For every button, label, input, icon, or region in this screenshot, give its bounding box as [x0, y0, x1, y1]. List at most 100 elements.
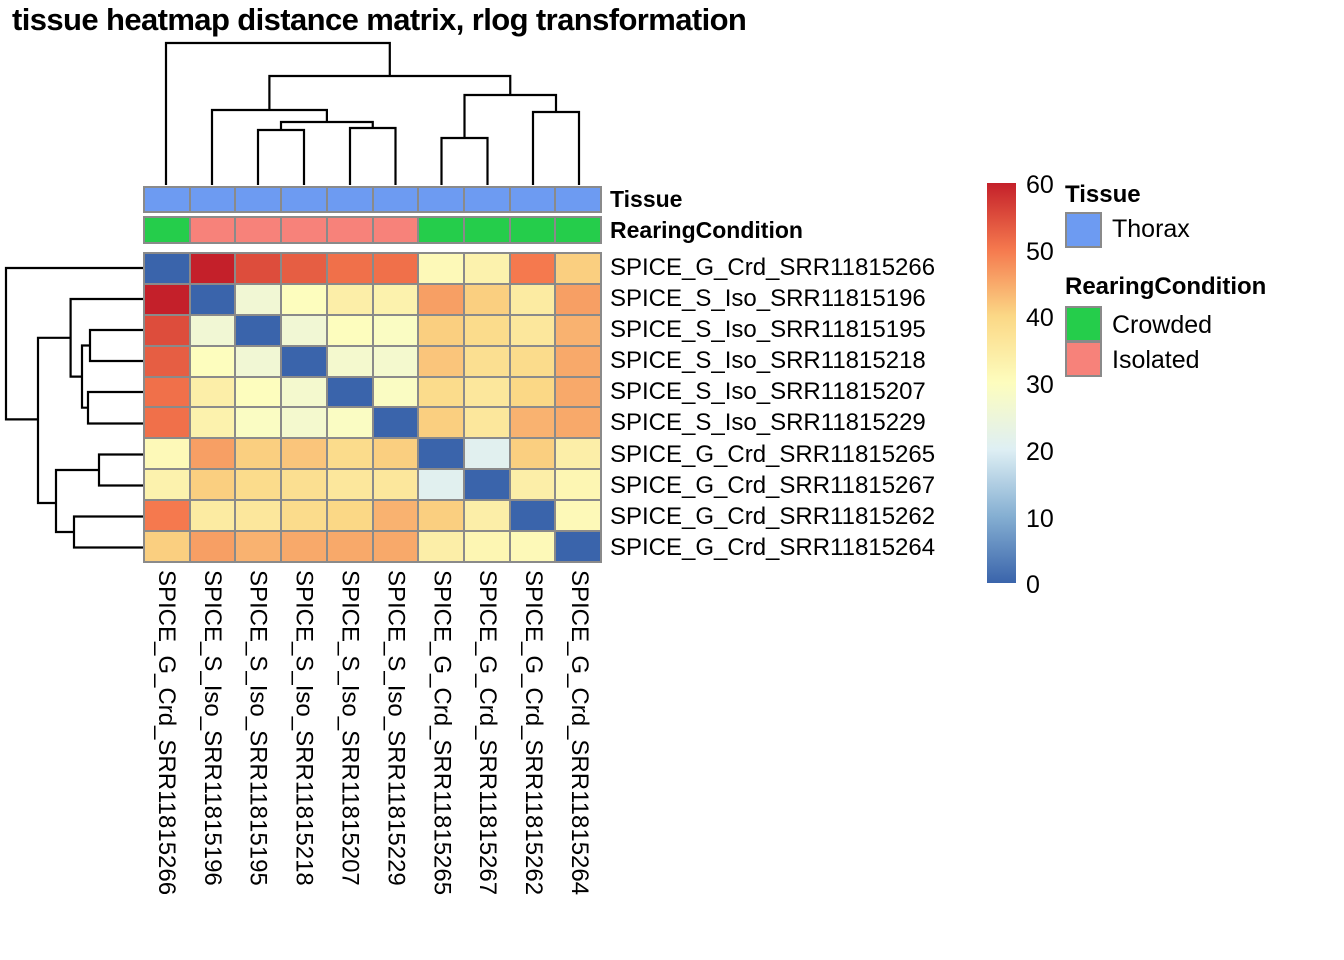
heatmap-cell: [327, 532, 372, 561]
heatmap-cell: [282, 377, 326, 407]
column-dendrogram: [164, 41, 581, 185]
legend-crowded-label: Crowded: [1112, 311, 1213, 339]
colorbar-tick-label: 0: [1026, 571, 1040, 600]
heatmap-cell: [236, 532, 281, 561]
heatmap-cell: [190, 284, 235, 314]
heatmap-cell: [373, 408, 418, 438]
heatmap-cell: [236, 470, 281, 500]
column-labels: SPICE_G_Crd_SRR11815266 SPICE_S_Iso_SRR11…: [143, 570, 602, 956]
tissue-annotation-cell: [556, 188, 600, 211]
heatmap-cell: [327, 470, 372, 500]
heatmap-cell: [282, 470, 326, 500]
heatmap-cell: [373, 346, 418, 376]
heatmap-cell: [510, 408, 555, 438]
column-label-cell: SPICE_S_Iso_SRR11815229: [373, 570, 419, 956]
heatmap-cell: [556, 284, 600, 314]
heatmap-cell: [190, 346, 235, 376]
heatmap-cell: [145, 408, 189, 438]
heatmap-cell: [373, 315, 418, 345]
heatmap-cell: [510, 284, 555, 314]
row-label: SPICE_S_Iso_SRR11815207: [610, 378, 926, 406]
legend-swatch-isolated: [1065, 341, 1102, 377]
page-title: tissue heatmap distance matrix, rlog tra…: [12, 2, 747, 37]
heatmap-cell: [236, 439, 281, 469]
colorbar-tick-label: 10: [1026, 504, 1054, 533]
column-label-cell: SPICE_S_Iso_SRR11815218: [281, 570, 327, 956]
column-label: SPICE_G_Crd_SRR11815267: [474, 570, 502, 896]
column-label: SPICE_G_Crd_SRR11815264: [566, 570, 594, 896]
rearing-annotation-row: [143, 216, 602, 244]
heatmap-cell: [510, 346, 555, 376]
heatmap-cell: [556, 315, 600, 345]
heatmap-cell: [145, 254, 189, 283]
heatmap-cell: [282, 346, 326, 376]
heatmap-cell: [190, 470, 235, 500]
heatmap-cell: [145, 501, 189, 531]
legend-tissue-title: Tissue: [1065, 181, 1141, 208]
heatmap-cell: [419, 284, 463, 314]
heatmap-cell: [464, 346, 509, 376]
heatmap-cell: [282, 532, 326, 561]
heatmap-cell: [327, 408, 372, 438]
heatmap-cell: [236, 408, 281, 438]
heatmap-cell: [236, 315, 281, 345]
column-label: SPICE_S_Iso_SRR11815207: [336, 570, 364, 886]
heatmap-cell: [190, 315, 235, 345]
heatmap-cell: [464, 254, 509, 283]
heatmap-cell: [327, 501, 372, 531]
heatmap-cell: [419, 470, 463, 500]
rearing-annotation-cell: [282, 218, 326, 242]
row-label: SPICE_S_Iso_SRR11815229: [610, 409, 926, 437]
row-label: SPICE_G_Crd_SRR11815267: [610, 471, 936, 499]
column-label: SPICE_S_Iso_SRR11815218: [290, 570, 318, 886]
heatmap-cell: [282, 501, 326, 531]
heatmap-cell: [373, 532, 418, 561]
rearing-track-label: RearingCondition: [610, 217, 803, 243]
heatmap-cell: [510, 377, 555, 407]
heatmap-cell: [556, 254, 600, 283]
heatmap-cell: [190, 377, 235, 407]
heatmap-cell: [373, 284, 418, 314]
heatmap-grid: [143, 252, 602, 563]
heatmap-cell: [510, 501, 555, 531]
heatmap-cell: [556, 377, 600, 407]
heatmap-cell: [419, 254, 463, 283]
heatmap-cell: [236, 346, 281, 376]
colorbar: [987, 183, 1016, 583]
column-label-cell: SPICE_S_Iso_SRR11815196: [189, 570, 235, 956]
heatmap-cell: [556, 439, 600, 469]
tissue-annotation-cell: [510, 188, 555, 211]
tissue-annotation-cell: [464, 188, 509, 211]
tissue-annotation-cell: [373, 188, 418, 211]
tissue-annotation-cell: [145, 188, 189, 211]
column-label-cell: SPICE_G_Crd_SRR11815262: [510, 570, 556, 956]
heatmap-cell: [282, 315, 326, 345]
legend-swatch-thorax: [1065, 212, 1102, 248]
tissue-annotation-cell: [419, 188, 463, 211]
heatmap-cell: [236, 501, 281, 531]
row-label: SPICE_S_Iso_SRR11815196: [610, 285, 926, 313]
rearing-annotation-cell: [327, 218, 372, 242]
heatmap-cell: [556, 532, 600, 561]
column-label-cell: SPICE_G_Crd_SRR11815266: [143, 570, 189, 956]
heatmap-cell: [145, 284, 189, 314]
heatmap-cell: [190, 501, 235, 531]
colorbar-tick-label: 50: [1026, 237, 1054, 266]
heatmap-cell: [419, 408, 463, 438]
row-label: SPICE_G_Crd_SRR11815264: [610, 533, 936, 561]
rearing-annotation-cell: [145, 218, 189, 242]
heatmap-cell: [282, 408, 326, 438]
heatmap-cell: [145, 377, 189, 407]
row-label: SPICE_S_Iso_SRR11815195: [610, 316, 926, 344]
heatmap-cell: [556, 470, 600, 500]
heatmap-cell: [190, 532, 235, 561]
heatmap-cell: [419, 315, 463, 345]
heatmap-cell: [327, 346, 372, 376]
colorbar-tick-label: 60: [1026, 171, 1054, 199]
rearing-annotation-cell: [464, 218, 509, 242]
column-label: SPICE_S_Iso_SRR11815196: [198, 570, 226, 886]
heatmap-cell: [510, 532, 555, 561]
heatmap-cell: [419, 501, 463, 531]
heatmap-cell: [190, 254, 235, 283]
